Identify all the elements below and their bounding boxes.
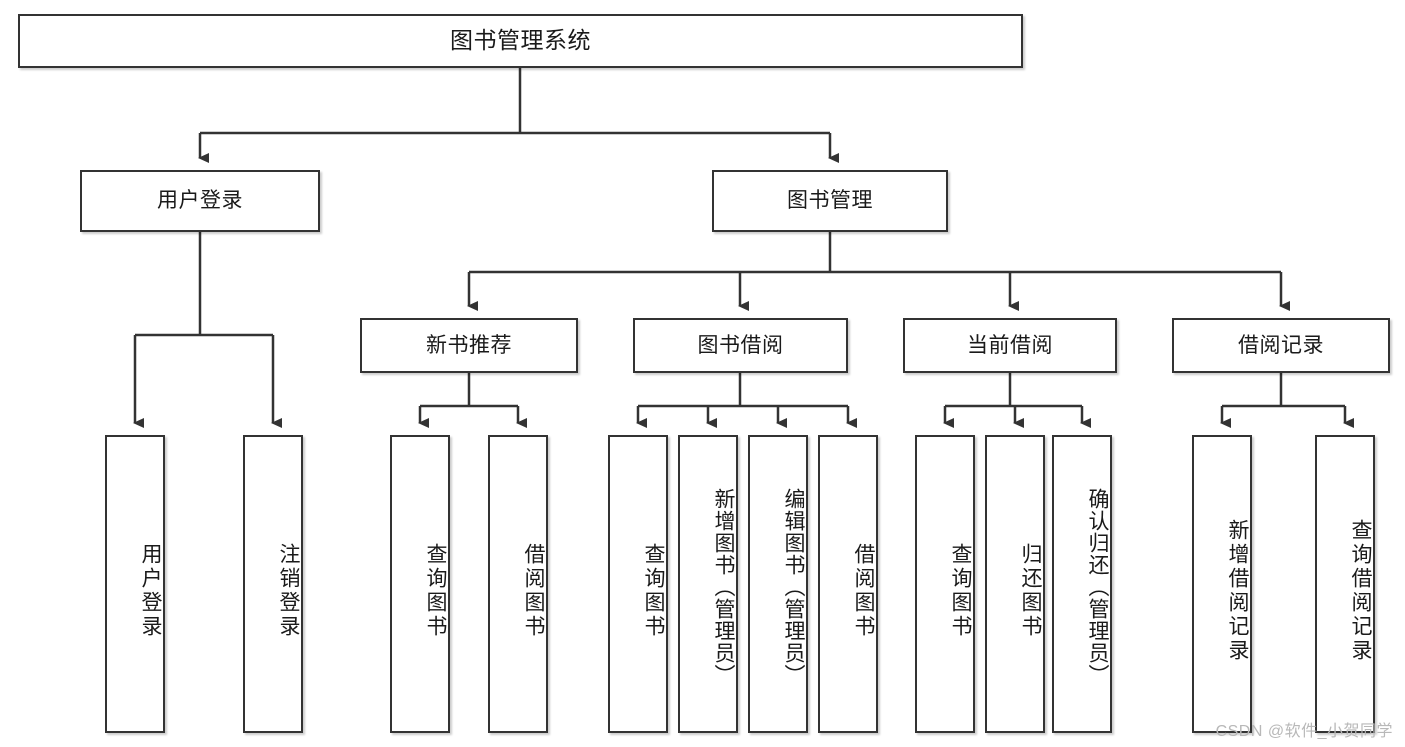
node-leaf-user-login[interactable]: 用户登录 [105, 435, 165, 733]
node-label: 编辑图书（管理员） [782, 488, 805, 686]
node-label: 查询借阅记录 [1349, 519, 1372, 663]
node-label: 图书借阅 [697, 333, 784, 357]
node-label: 查询图书 [949, 543, 972, 639]
node-leaf-add-book-admin[interactable]: 新增图书（管理员） [678, 435, 738, 733]
node-leaf-query-borrow-record[interactable]: 查询借阅记录 [1315, 435, 1375, 733]
node-label: 新书推荐 [426, 333, 512, 357]
node-label: 图书管理系统 [450, 27, 591, 54]
node-leaf-return-book[interactable]: 归还图书 [985, 435, 1045, 733]
node-label: 注销登录 [277, 543, 300, 639]
node-label: 新增借阅记录 [1226, 519, 1249, 663]
node-label: 用户登录 [139, 543, 162, 639]
node-label: 查询图书 [424, 543, 447, 639]
node-leaf-edit-book-admin[interactable]: 编辑图书（管理员） [748, 435, 808, 733]
csdn-watermark: CSDN @软件_小贺同学 [1215, 723, 1393, 740]
node-new-book-recommend[interactable]: 新书推荐 [360, 318, 578, 373]
node-label: 借阅图书 [852, 543, 875, 639]
node-book-management-system[interactable]: 图书管理系统 [18, 14, 1023, 68]
node-leaf-borrow-book-1[interactable]: 借阅图书 [488, 435, 548, 733]
node-current-borrow[interactable]: 当前借阅 [903, 318, 1117, 373]
node-label: 查询图书 [642, 543, 665, 639]
node-label: 当前借阅 [967, 333, 1053, 357]
node-label: 借阅图书 [522, 543, 545, 639]
node-leaf-query-book-3[interactable]: 查询图书 [915, 435, 975, 733]
node-book-management[interactable]: 图书管理 [712, 170, 948, 232]
node-label: 确认归还（管理员） [1086, 488, 1109, 686]
node-leaf-add-borrow-record[interactable]: 新增借阅记录 [1192, 435, 1252, 733]
node-label: 新增图书（管理员） [712, 488, 735, 686]
node-leaf-logout-login[interactable]: 注销登录 [243, 435, 303, 733]
node-book-borrow[interactable]: 图书借阅 [633, 318, 848, 373]
node-label: 借阅记录 [1238, 333, 1324, 357]
node-borrow-record[interactable]: 借阅记录 [1172, 318, 1390, 373]
node-label: 归还图书 [1019, 543, 1042, 639]
node-user-login[interactable]: 用户登录 [80, 170, 320, 232]
node-leaf-query-book-1[interactable]: 查询图书 [390, 435, 450, 733]
node-label: 用户登录 [157, 189, 243, 213]
node-leaf-query-book-2[interactable]: 查询图书 [608, 435, 668, 733]
node-label: 图书管理 [787, 189, 873, 213]
node-leaf-borrow-book-2[interactable]: 借阅图书 [818, 435, 878, 733]
node-leaf-confirm-return-admin[interactable]: 确认归还（管理员） [1052, 435, 1112, 733]
